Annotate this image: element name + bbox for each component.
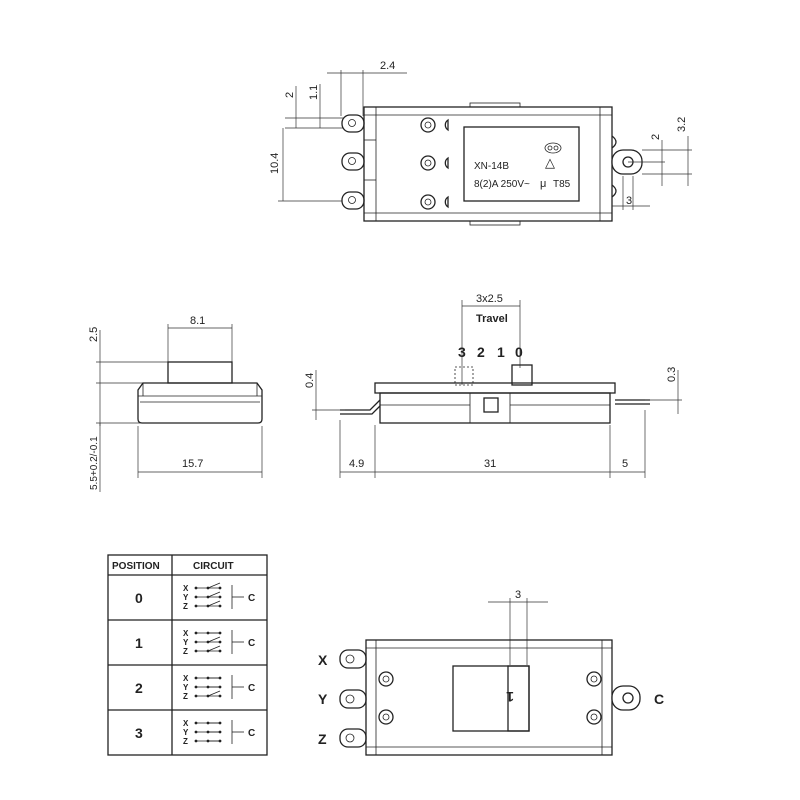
table-row-position: 1 [135,635,143,651]
temp-text: T85 [553,179,571,190]
dim-3-top: 3 [626,195,632,207]
terminal-c-label: C [654,691,664,707]
table-header-circuit: CIRCUIT [193,561,234,572]
dim-0-3: 0.3 [666,367,678,382]
dim-10-4: 10.4 [269,153,281,174]
circuit-terminal-label: X [183,719,189,728]
dim-3-bottom: 3 [515,589,521,601]
circuit-terminal-label: Z [183,737,188,746]
switch-blade [207,600,221,607]
dim-4-9: 4.9 [349,458,364,470]
table-row-position: 0 [135,590,143,606]
dim-2-4: 2.4 [380,60,395,72]
switch-blade [207,582,221,589]
circuit-terminal-label: X [183,584,189,593]
switch-blade [207,645,221,652]
table-row-position: 2 [135,680,143,696]
position-label-0: 0 [515,344,523,360]
circuit-terminal-label: X [183,674,189,683]
position-label-1: 1 [497,344,505,360]
common-terminal-label: C [248,683,255,694]
circuit-terminal-label: Z [183,692,188,701]
position-label-3: 3 [458,344,466,360]
table-row-position: 3 [135,725,143,741]
dim-2-right: 2 [650,134,662,140]
position-label-2: 2 [477,344,485,360]
circuit-terminal-label: Y [183,593,189,602]
terminal-x-label: X [318,652,328,668]
dim-2: 2 [284,92,296,98]
switch-blade [207,591,221,598]
dim-3x2-5: 3x2.5 [476,293,503,305]
rating-text: 8(2)A 250V~ [474,179,530,190]
circuit-terminal-label: Y [183,683,189,692]
model-text: XN-14B [474,161,509,172]
dim-1-1: 1.1 [308,85,320,100]
dim-5-5: 5.5+0.2/-0.1 [89,436,100,490]
triangle-icon: △ [545,155,555,170]
circuit-terminal-label: X [183,629,189,638]
circuit-terminal-label: Y [183,638,189,647]
slider-mark: 1 [506,689,514,705]
dim-2-5: 2.5 [88,327,100,342]
common-terminal-label: C [248,728,255,739]
mu-symbol: μ [540,178,546,190]
circuit-table: POSITION CIRCUIT 0 1 2 3 XYZCXYZCXYZCXYZ… [107,554,268,756]
top-view: 2.4 2 1.1 10.4 XN- [269,60,692,226]
dim-3-2: 3.2 [676,117,688,132]
terminal-z-label: Z [318,731,327,747]
common-terminal-label: C [248,638,255,649]
cqc-mark-icon [544,142,562,154]
dim-5: 5 [622,458,628,470]
side-view: 8.1 2.5 5.5+0.2/-0.1 15.7 [88,315,263,492]
switch-blade [207,636,221,643]
dim-0-4: 0.4 [304,373,316,388]
dim-31: 31 [484,458,496,470]
bottom-view: 3 1 X Y Z C [318,589,664,756]
circuit-terminal-label: Z [183,602,188,611]
switch-blade [207,690,221,697]
circuit-terminal-label: Z [183,647,188,656]
dim-15-7: 15.7 [182,458,203,470]
front-view: 3x2.5 Travel 3 2 1 0 0.4 0.3 [304,293,682,478]
circuit-terminal-label: Y [183,728,189,737]
common-terminal-label: C [248,593,255,604]
travel-label: Travel [476,313,508,325]
terminal-y-label: Y [318,691,328,707]
dim-8-1: 8.1 [190,315,205,327]
table-header-position: POSITION [112,561,160,572]
